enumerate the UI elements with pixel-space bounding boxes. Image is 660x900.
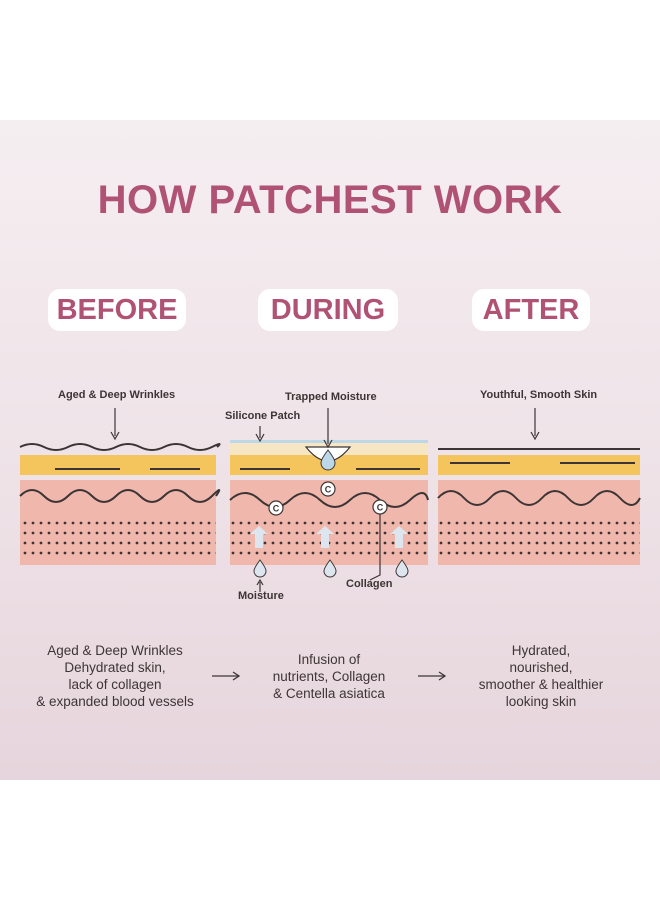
moisture-droplet-icon: [253, 559, 267, 578]
before-wrinkle-line: [19, 443, 221, 451]
collagen-icon: [320, 481, 336, 497]
droplet-icon: [320, 449, 336, 471]
description-line: lack of collagen: [68, 677, 162, 692]
description-line: & expanded blood vessels: [36, 694, 194, 709]
stage-before-badge: BEFORE: [48, 289, 186, 331]
after-skin-block: [437, 408, 641, 565]
label-silicone-patch: Silicone Patch: [225, 410, 301, 422]
description-line: smoother & healthier: [478, 677, 604, 692]
arrow-right-icon: [438, 671, 447, 681]
description-line: looking skin: [505, 694, 577, 709]
before-arrow: [110, 431, 120, 441]
collagen-symbol: C: [377, 503, 384, 513]
label-aged-wrinkles: Aged & Deep Wrinkles: [58, 389, 176, 401]
label-trapped-moisture: Trapped Moisture: [285, 391, 377, 403]
collagen-icons: C C C: [268, 481, 388, 516]
collagen-symbol: C: [273, 504, 280, 514]
before-skin-block: [19, 408, 221, 565]
description-after: Hydrated, nourished, smoother & healthie…: [452, 642, 630, 710]
label-youthful-skin: Youthful, Smooth Skin: [480, 389, 598, 401]
before-epidermis: [20, 455, 216, 475]
before-vessel-dots: [20, 520, 216, 560]
description-line: Hydrated,: [511, 643, 571, 658]
label-collagen: Collagen: [346, 578, 393, 590]
during-collagen-wave: [229, 492, 429, 508]
after-collagen-wave: [437, 490, 641, 506]
up-arrow-icon: [250, 526, 268, 548]
description-line: Aged & Deep Wrinkles: [47, 643, 183, 658]
arrow-right-icon: [232, 671, 241, 681]
moisture-droplet-icon: [323, 559, 337, 578]
process-arrows: [212, 671, 447, 681]
collagen-icon: [268, 500, 284, 516]
label-moisture: Moisture: [238, 590, 284, 602]
during-skin-block: [229, 408, 429, 592]
up-arrow-icon: [316, 526, 334, 548]
collagen-pointer: [369, 512, 381, 581]
page-title: HOW PATCHEST WORK: [97, 178, 563, 222]
moisture-droplet-icon: [395, 559, 409, 578]
up-arrow-icon: [390, 526, 408, 548]
description-line: Dehydrated skin,: [64, 660, 166, 675]
collagen-symbol: C: [325, 485, 332, 495]
collagen-icon: [372, 499, 388, 515]
after-vessel-dots: [438, 520, 640, 560]
description-line: nutrients, Collagen: [272, 669, 386, 684]
before-collagen-wave: [19, 489, 221, 503]
description-line: & Centella asiatica: [273, 686, 385, 701]
after-epidermis: [438, 455, 640, 475]
silicone-patch: [230, 440, 428, 443]
description-before: Aged & Deep Wrinkles Dehydrated skin, la…: [18, 642, 212, 710]
stage-after-badge: AFTER: [472, 289, 590, 331]
description-line: nourished,: [509, 660, 573, 675]
description-line: Infusion of: [297, 652, 361, 667]
description-during: Infusion of nutrients, Collagen & Centel…: [244, 651, 414, 702]
stage-during-badge: DURING: [258, 289, 398, 331]
after-arrow: [530, 431, 540, 441]
